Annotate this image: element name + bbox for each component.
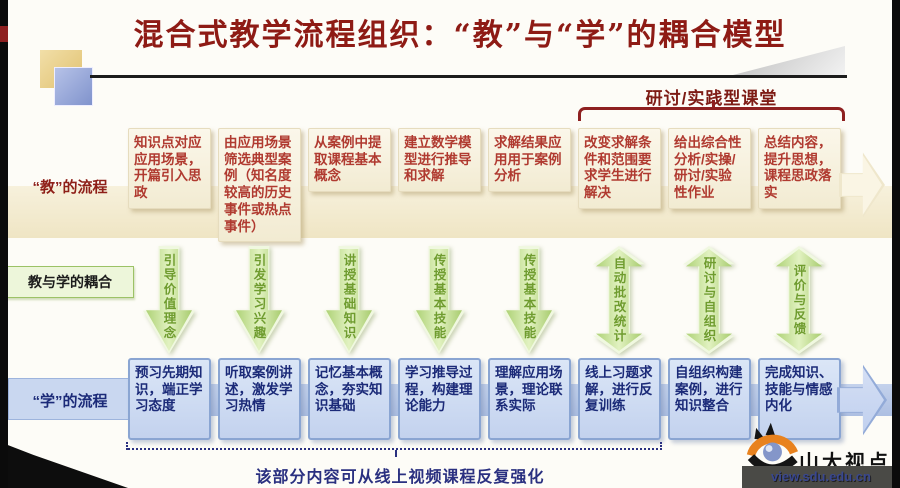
- title-divider-line: [90, 75, 847, 78]
- seminar-classroom-label: 研讨/实践型课堂: [645, 89, 778, 108]
- deco-square-blue: [54, 67, 93, 106]
- teach-step-3: 从案例中提取课程基本概念: [308, 128, 391, 193]
- watermark-site-url: view.sdu.edu.cn: [771, 469, 871, 484]
- up-down-arrow-icon: 自动批改统计: [593, 246, 645, 354]
- down-arrow-icon: 传授基本技能: [413, 246, 465, 354]
- learn-step-1: 预习先期知识，端正学习态度: [128, 358, 211, 440]
- down-arrow-icon: 传授基本技能: [503, 246, 555, 354]
- watermark-url-band: view.sdu.edu.cn: [742, 466, 900, 488]
- teach-step-7: 给出综合性分析/实操/研讨/实验性作业: [668, 128, 751, 209]
- left-edge-red-mark: [0, 26, 8, 42]
- down-arrow-icon: 讲授基础知识: [323, 246, 375, 354]
- teach-flow-right-arrow-icon: [839, 148, 885, 222]
- learn-step-2: 听取案例讲述，激发学习热情: [218, 358, 301, 440]
- teach-step-6: 改变求解条件和范围要求学生进行解决: [578, 128, 661, 209]
- coupling-arrow-label: 研讨与自组织: [701, 256, 716, 344]
- teach-step-4: 建立数学模型进行推导和求解: [398, 128, 481, 193]
- left-frame-edge: [0, 0, 8, 488]
- arrow-fill: [842, 155, 882, 215]
- right-frame-edge: [892, 0, 900, 488]
- learn-flow-right-arrow-icon: [837, 360, 887, 440]
- teach-process-label: “教”的流程: [32, 179, 108, 196]
- down-arrow-icon: 引发学习兴趣: [233, 246, 285, 354]
- coupling-arrow-label: 引导价值理念: [161, 253, 176, 341]
- online-reinforce-note: 该部分内容可从线上视频课程反复强化: [255, 469, 545, 486]
- coupling-arrow-label: 引发学习兴趣: [251, 253, 266, 341]
- learn-process-label: “学”的流程: [32, 393, 108, 410]
- coupling-label: 教与学的耦合: [6, 266, 134, 298]
- coupling-arrow-label: 讲授基础知识: [341, 253, 356, 341]
- coupling-arrow-label: 自动批改统计: [611, 256, 626, 344]
- up-down-arrow-icon: 研讨与自组织: [683, 246, 735, 354]
- learn-step-5: 理解应用场景，理论联系实际: [488, 358, 571, 440]
- coupling-arrow-label: 传授基本技能: [431, 253, 446, 341]
- teach-step-1: 知识点对应应用场景，开篇引入思政: [128, 128, 211, 209]
- learn-step-7: 自组织构建案例，进行知识整合: [668, 358, 751, 440]
- down-arrow-icon: 引导价值理念: [143, 246, 195, 354]
- seminar-bracket: [578, 100, 845, 121]
- teach-step-2: 由应用场景筛选典型案例（知名度较高的历史事件或热点事件）: [218, 128, 301, 243]
- teach-step-5: 求解结果应用用于案例分析: [488, 128, 571, 193]
- learn-step-3: 记忆基本概念，夯实知识基础: [308, 358, 391, 440]
- online-content-bracket: [126, 442, 662, 459]
- learn-label-box: [8, 378, 140, 420]
- learn-step-4: 学习推导过程，构建理论能力: [398, 358, 481, 440]
- learn-step-6: 线上习题求解，进行反复训练: [578, 358, 661, 440]
- page-title: 混合式教学流程组织：“教”与“学”的耦合模型: [133, 18, 787, 53]
- bracket-center-tick: [395, 450, 397, 457]
- up-down-arrow-icon: 评价与反馈: [773, 246, 825, 354]
- arrow-fill: [840, 367, 884, 433]
- teach-step-8: 总结内容，提升思想，课程思政落实: [758, 128, 841, 209]
- coupling-arrow-label: 传授基本技能: [521, 253, 536, 341]
- bottom-left-black-wedge: [0, 442, 128, 488]
- coupling-arrow-label: 评价与反馈: [791, 263, 806, 337]
